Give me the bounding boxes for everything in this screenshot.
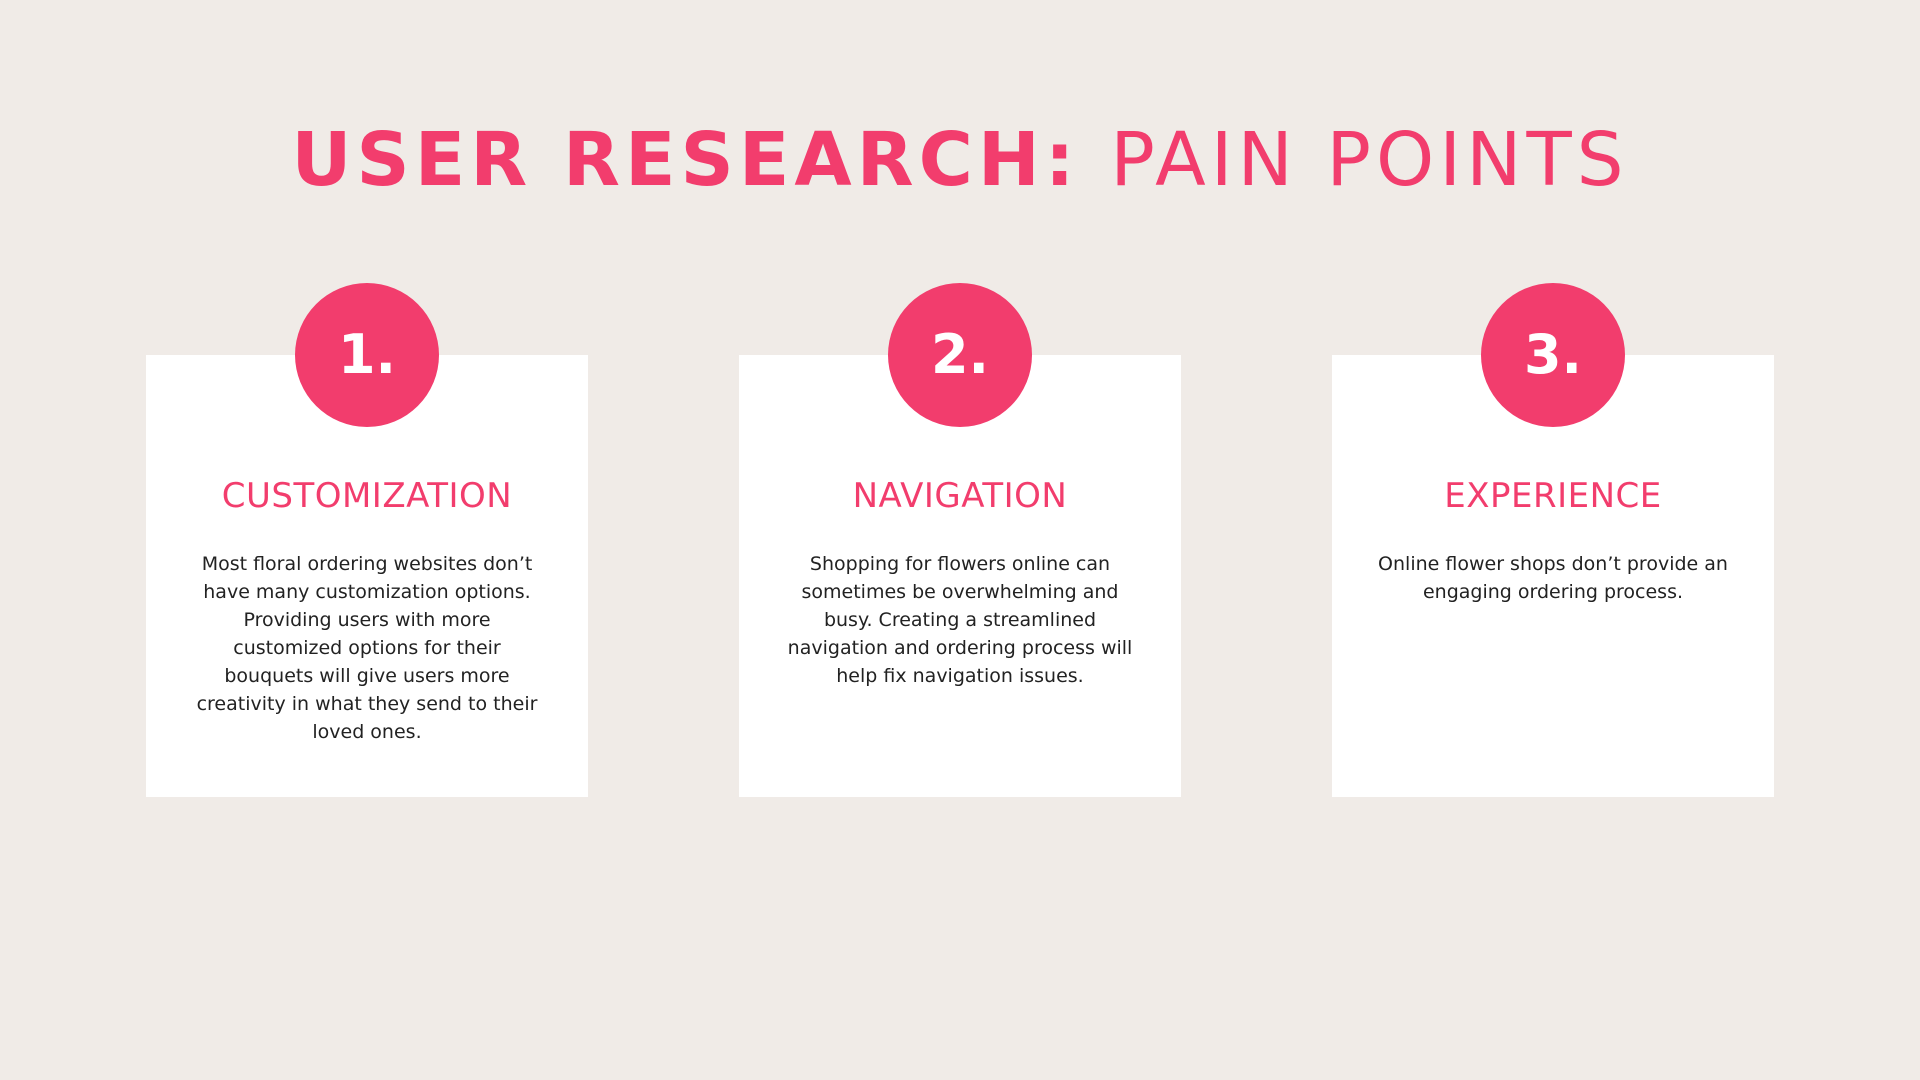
title-light-part: PAIN POINTS — [1110, 117, 1629, 203]
card-description: Shopping for flowers online can sometime… — [787, 553, 1133, 687]
card-heading: EXPERIENCE — [1444, 476, 1662, 516]
number-badge-3: 3. — [1481, 283, 1625, 427]
card-heading: NAVIGATION — [852, 476, 1068, 516]
page-title: USER RESEARCH: PAIN POINTS — [0, 118, 1920, 202]
title-bold-part: USER RESEARCH: — [291, 117, 1080, 203]
number-badge-2: 2. — [888, 283, 1032, 427]
card-description: Online flower shops don’t provide an eng… — [1378, 553, 1728, 603]
pain-point-card-navigation: NAVIGATION Shopping for flowers online c… — [739, 355, 1181, 797]
pain-point-card-experience: EXPERIENCE Online flower shops don’t pro… — [1332, 355, 1774, 797]
card-description: Most floral ordering websites don’t have… — [196, 553, 538, 743]
card-heading: CUSTOMIZATION — [221, 476, 513, 516]
number-badge-1: 1. — [295, 283, 439, 427]
pain-point-card-customization: CUSTOMIZATION Most floral ordering websi… — [146, 355, 588, 797]
